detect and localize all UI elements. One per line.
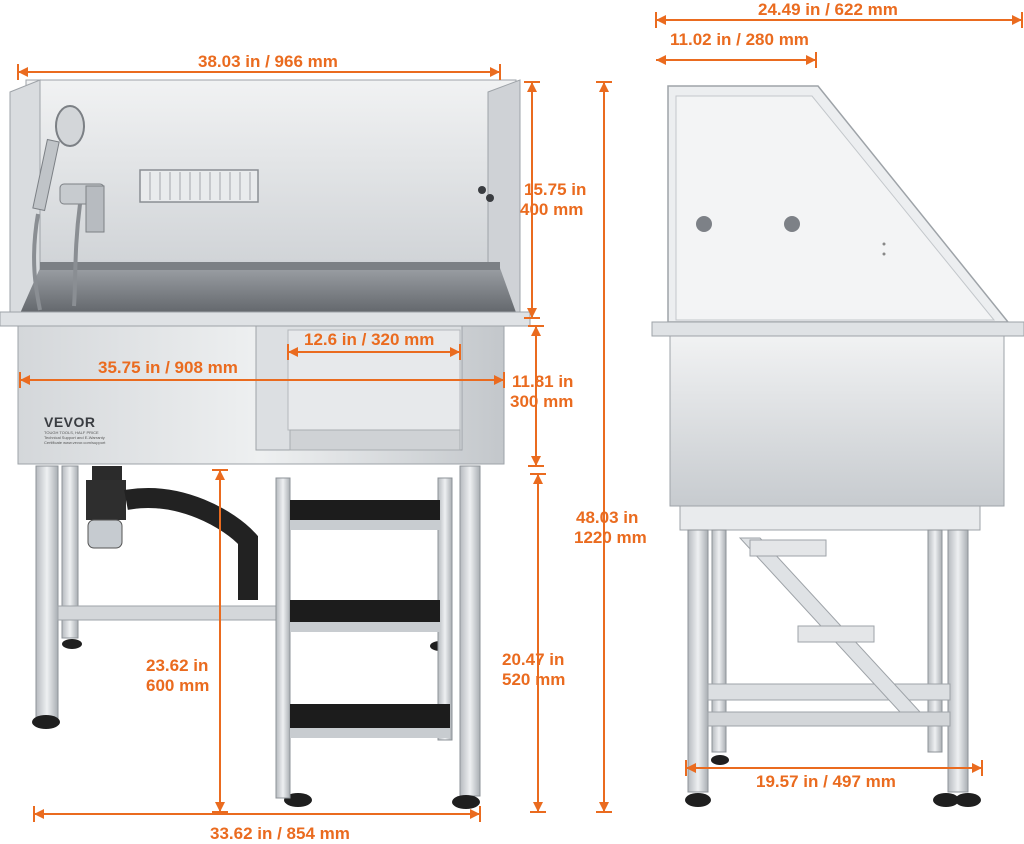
label-basin-depth-mm: 300 mm <box>510 392 574 411</box>
brand-tagline-text: TOUGH TOOLS, HALF PRICE <box>44 430 99 435</box>
step-rail-left <box>275 477 291 799</box>
basket-grid <box>149 172 251 200</box>
side-crossbar-low <box>707 711 951 727</box>
front-leg-right <box>459 465 481 797</box>
label-basin-depth-in: 11.81 in <box>512 372 574 391</box>
basin-interior <box>18 268 518 318</box>
label-floor-basin-in: 23.62 in <box>146 656 209 675</box>
mixer-valve <box>85 185 105 233</box>
foot-pad <box>32 715 60 729</box>
side-crossbar <box>707 683 951 701</box>
step-plate-3 <box>290 728 450 738</box>
front-leg-left-rear <box>61 465 79 639</box>
side-base-frame <box>679 505 981 531</box>
side-hole <box>784 216 800 232</box>
side-hole <box>696 216 712 232</box>
front-rim <box>0 311 531 327</box>
drawer-bottom-lip <box>289 429 461 451</box>
label-overall-height-in: 48.03 in <box>576 508 639 527</box>
support-line-1: Technical Support and E-Warranty <box>44 435 105 440</box>
side-stair-diagonal <box>738 537 922 713</box>
side-leg-right <box>947 529 969 793</box>
front-leg-left <box>35 465 59 723</box>
dimension-arrowheads <box>18 15 1022 819</box>
basin-shadow <box>40 262 500 270</box>
step-plate-2 <box>290 622 440 632</box>
side-rivet <box>882 242 886 246</box>
shower-hose-2 <box>72 203 82 307</box>
side-step <box>797 625 875 643</box>
step-tread-3[interactable] <box>290 704 450 728</box>
label-leg-height-in: 20.47 in <box>502 650 565 669</box>
shower-hose <box>32 213 42 311</box>
label-floor-basin-mm: 600 mm <box>146 676 210 695</box>
side-foot-pad <box>685 793 711 807</box>
brand-logo: VEVOR <box>44 414 96 430</box>
faucet-hole <box>478 186 486 194</box>
label-wall-height-mm: 400 mm <box>520 200 584 219</box>
label-leg-height-mm: 520 mm <box>502 670 566 689</box>
drain-hose <box>124 488 258 600</box>
drain-coupler <box>92 466 122 480</box>
foot-pad <box>452 795 480 809</box>
foot-pad <box>284 793 312 807</box>
side-foot-pad <box>955 793 981 807</box>
label-top-width: 38.03 in / 966 mm <box>198 52 338 71</box>
side-foot-pad <box>933 793 959 807</box>
drain-filter <box>87 519 123 549</box>
side-rivet <box>882 252 886 256</box>
front-view <box>0 79 531 809</box>
label-side-base: 19.57 in / 497 mm <box>756 772 896 791</box>
side-back-inner <box>675 95 996 321</box>
label-overall-height-mm: 1220 mm <box>574 528 647 547</box>
drain-trap <box>86 480 126 520</box>
step-rail-right <box>437 477 453 741</box>
side-foot-pad <box>711 755 729 765</box>
side-leg-left <box>687 529 709 793</box>
label-basin-width: 35.75 in / 908 mm <box>98 358 238 377</box>
side-basin <box>669 335 1005 507</box>
shower-handle <box>32 138 60 212</box>
leg-crossbar <box>57 605 289 621</box>
foot-pad <box>62 639 82 649</box>
label-base-width: 33.62 in / 854 mm <box>210 824 350 843</box>
label-drawer-width: 12.6 in / 320 mm <box>304 330 435 349</box>
shower-head-icon <box>55 105 85 147</box>
side-step <box>749 539 827 557</box>
brand-tagline: TOUGH TOOLS, HALF PRICE Technical Suppor… <box>44 430 105 445</box>
support-line-2: Certificate www.vevor.com/support <box>44 440 106 445</box>
faucet-hole <box>486 194 494 202</box>
step-plate-1 <box>290 520 440 530</box>
side-rim <box>651 321 1024 337</box>
step-tread-1[interactable] <box>290 500 440 520</box>
step-tread-2[interactable] <box>290 600 440 622</box>
label-side-total: 24.49 in / 622 mm <box>758 0 898 19</box>
label-side-top: 11.02 in / 280 mm <box>670 30 809 49</box>
label-wall-height-in: 15.75 in <box>524 180 587 199</box>
side-view <box>651 85 1024 807</box>
